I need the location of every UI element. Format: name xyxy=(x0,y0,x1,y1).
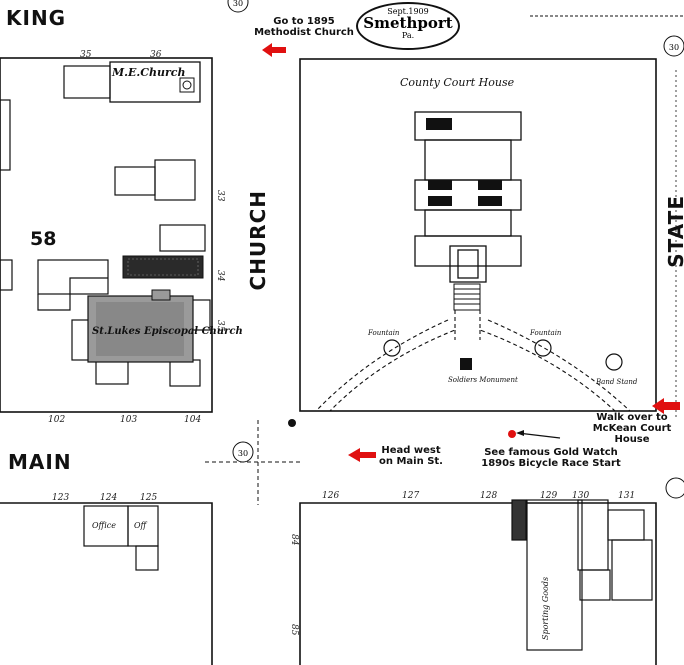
office-1-label: Office xyxy=(92,521,116,530)
annotation-court-house: Walk over to McKean Court House xyxy=(592,412,672,445)
route-marker-state xyxy=(663,35,684,57)
block-number: 58 xyxy=(30,228,57,250)
lot-number: 124 xyxy=(100,493,117,503)
street-label-church: CHURCH xyxy=(246,190,270,291)
lot-number: 129 xyxy=(540,491,557,501)
office-2-label: Off xyxy=(134,521,148,530)
st-lukes-church-building xyxy=(87,289,194,363)
annotation-main-st: Head west on Main St. xyxy=(379,445,443,467)
street-label-state: STATE xyxy=(664,195,684,268)
gold-watch-pointer xyxy=(517,432,561,439)
route-marker-state-label: 30 xyxy=(669,43,679,52)
map-cartouche: Sept.1909 Smethport Pa. xyxy=(356,2,460,50)
south-east-buildings xyxy=(511,499,653,651)
route-marker-state-main xyxy=(665,477,684,499)
lot-number: 36 xyxy=(150,50,162,60)
lot-number: 35 xyxy=(215,320,225,332)
cartouche-state: Pa. xyxy=(401,31,415,40)
lot-number: 85 xyxy=(289,624,299,636)
south-west-block xyxy=(0,502,213,665)
court-house-square xyxy=(299,58,657,412)
lot-number: 123 xyxy=(52,493,69,503)
shaded-building xyxy=(122,255,204,279)
lot-number: 103 xyxy=(120,415,137,425)
fountain-right-icon xyxy=(534,339,552,357)
lot-number: 126 xyxy=(322,491,339,501)
me-church-building xyxy=(63,61,201,103)
cartouche-city: Smethport xyxy=(363,14,453,32)
lot-number: 128 xyxy=(480,491,497,501)
main-st-arrow-icon xyxy=(348,448,376,462)
soldiers-monument-icon xyxy=(460,358,472,370)
band-stand-icon xyxy=(605,353,623,371)
sporting-goods-label: Sporting Goods xyxy=(541,577,550,640)
lot-number: 130 xyxy=(572,491,589,501)
lot-number: 127 xyxy=(402,491,419,501)
court-house-arrow-icon xyxy=(652,398,680,414)
street-label-main: MAIN xyxy=(8,450,72,474)
lot-number: 34 xyxy=(215,270,225,282)
block-58-outline xyxy=(0,57,213,413)
lot-number: 102 xyxy=(48,415,65,425)
fountain-right-label: Fountain xyxy=(529,329,562,337)
south-east-block xyxy=(299,502,657,665)
annotation-gold-watch: See famous Gold Watch 1890s Bicycle Race… xyxy=(481,447,621,469)
route-marker-king-church-label: 30 xyxy=(233,0,243,8)
court-house-building xyxy=(414,111,522,283)
annotation-methodist: Go to 1895 Methodist Church xyxy=(254,16,354,38)
route-marker-main-church-label: 30 xyxy=(238,449,248,458)
fountain-left-label: Fountain xyxy=(367,329,400,337)
hydrant-dot xyxy=(288,419,296,427)
lot-number: 104 xyxy=(184,415,201,425)
lot-number: 84 xyxy=(289,534,299,546)
st-lukes-label: St.Lukes Episcopal Church xyxy=(92,326,243,337)
court-house-walkways xyxy=(315,310,631,412)
lot-number: 131 xyxy=(618,491,635,501)
court-house-label: County Court House xyxy=(400,76,515,89)
lot-number: 35 xyxy=(80,50,92,60)
route-marker-king-church xyxy=(227,0,249,13)
court-house-steps xyxy=(453,283,481,311)
block-58-dwellings xyxy=(0,99,211,387)
fountain-left-icon xyxy=(383,339,401,357)
me-church-label: M.E.Church xyxy=(111,66,185,79)
south-west-buildings xyxy=(83,505,159,571)
gold-watch-location-dot xyxy=(508,430,516,438)
band-stand-label: Band Stand xyxy=(595,378,638,386)
lot-number: 33 xyxy=(215,190,225,202)
methodist-arrow-icon xyxy=(262,43,286,57)
street-label-king: KING xyxy=(6,6,67,30)
cartouche-date: Sept.1909 xyxy=(387,7,429,16)
lot-number: 125 xyxy=(140,493,157,503)
soldiers-monument-label: Soldiers Monument xyxy=(448,376,518,384)
